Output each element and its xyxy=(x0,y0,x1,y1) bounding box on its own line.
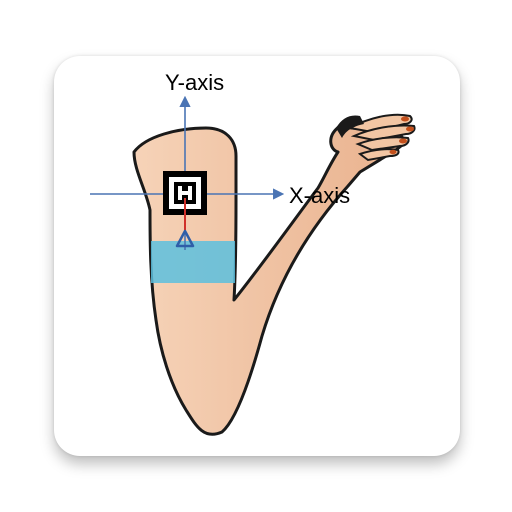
x-axis-label: X-axis xyxy=(289,183,350,208)
fingernails xyxy=(389,116,414,155)
sensor-band xyxy=(151,241,235,283)
y-axis-label: Y-axis xyxy=(165,70,224,95)
hand-shadow xyxy=(336,115,364,138)
hand-fingers xyxy=(347,113,416,162)
fiducial-marker-icon xyxy=(163,171,207,215)
origin-triangle-icon xyxy=(175,229,195,248)
